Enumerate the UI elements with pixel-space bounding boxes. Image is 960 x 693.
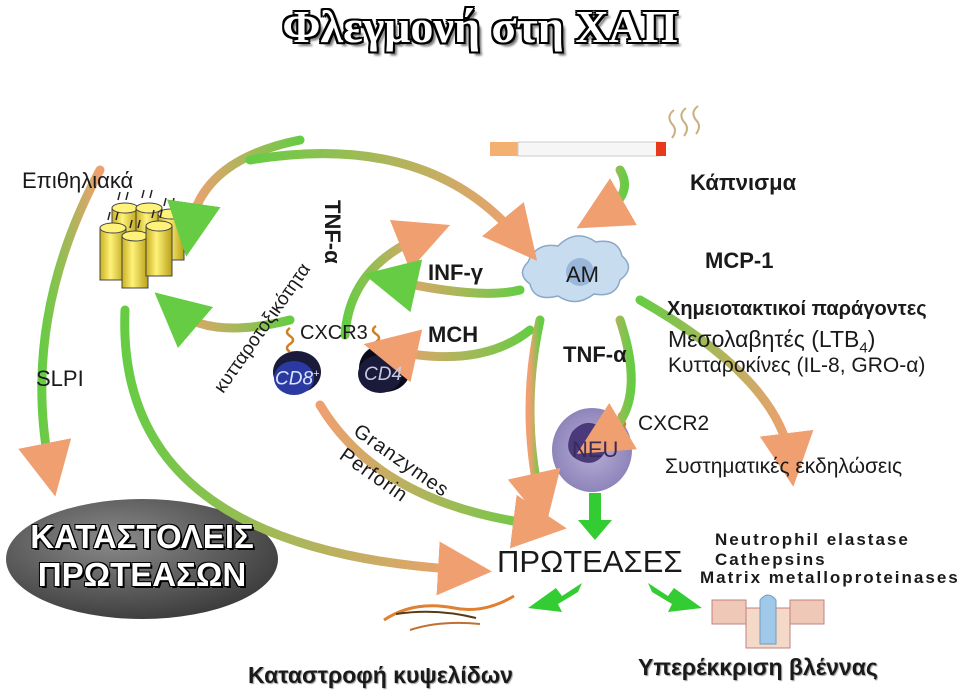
cathepsins-label: Cathepsins <box>715 550 827 569</box>
cd4-label: CD4 <box>364 364 403 385</box>
protease-inhibitor-ellipse <box>6 499 278 619</box>
cd8-label: CD8+ <box>275 368 320 390</box>
chemotactic-factors-label: Χημειοτακτικοί παράγοντες <box>667 298 927 320</box>
cxcr2-label: CXCR2 <box>638 412 710 435</box>
green-arrows <box>528 493 702 612</box>
am-label: AM <box>566 262 599 287</box>
mucus-gland-icon <box>711 594 825 649</box>
alveolar-fibres-icon <box>383 594 515 631</box>
slpi-label: SLPI <box>36 366 84 391</box>
epithelial-label: Επιθηλιακά <box>22 168 134 193</box>
mmp-label: Matrix metalloproteinases <box>700 568 960 587</box>
alveolar-destruction-label: Καταστροφή κυψελίδων <box>248 662 513 688</box>
cytokines-label: Κυτταροκίνες (IL-8, GRO-α) <box>668 354 926 377</box>
tnf-alpha-rotated-label: TNF-α <box>320 200 345 264</box>
cigarette-icon <box>490 105 700 157</box>
proteases-label: ΠΡΩΤΕΑΣΕΣ <box>497 544 683 579</box>
mediators-label: Μεσολαβητές (LTB4) <box>668 326 876 357</box>
epithelial-cells-icon <box>99 189 185 289</box>
neu-label: NEU <box>572 437 619 462</box>
mch-label: MCH <box>428 322 479 347</box>
neutrophil-elastase-label: Neutrophil elastase <box>715 530 910 549</box>
tnf-alpha-mid-label: TNF-α <box>563 342 627 367</box>
mucus-hypersecretion-label: Υπερέκκριση βλέννας <box>638 654 878 680</box>
cd8-cell-icon <box>273 326 321 395</box>
macrophage-icon <box>521 235 630 303</box>
protease-inhibitors-label: ΚΑΤΑΣΤΟΛΕΙΣ ΠΡΩΤΕΑΣΩΝ <box>30 518 254 593</box>
mcp1-label: MCP-1 <box>705 248 774 273</box>
cxcr3-label: CXCR3 <box>300 322 368 344</box>
inf-gamma-label: INF-γ <box>428 260 483 285</box>
page-title: Φλεγμονή στη ΧΑΠ <box>282 1 678 52</box>
smoking-label: Κάπνισμα <box>690 170 797 195</box>
systemic-effects-label: Συστηματικές εκδηλώσεις <box>665 455 903 478</box>
flow-arrows <box>18 135 814 596</box>
